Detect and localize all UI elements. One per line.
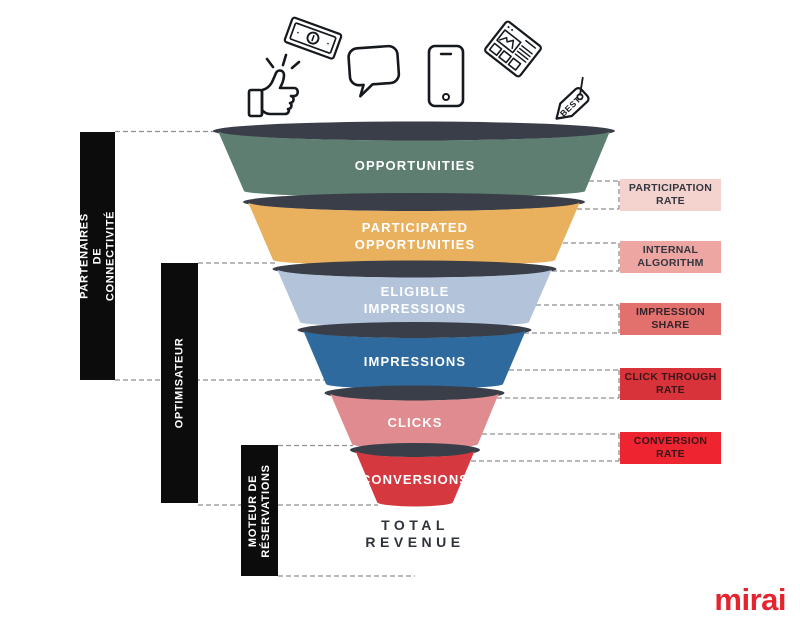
funnel-stage-participated-opportunities: [248, 202, 580, 266]
stage-label-eligible-impressions: ELIGIBLE IMPRESSIONS: [363, 283, 467, 316]
group-bar-label: MOTEUR DE RÉSERVATIONS: [246, 463, 272, 558]
speech-bubble-icon: [347, 44, 401, 98]
funnel-stage-conversions: [355, 450, 475, 507]
rate-box-impression-share: IMPRESSION SHARE: [620, 303, 721, 335]
funnel-mouth-1: [213, 121, 615, 141]
mirai-logo: mirai: [714, 582, 786, 617]
rate-box-click-through-rate: CLICK THROUGH RATE: [620, 368, 721, 400]
stage-label-impressions: IMPRESSIONS: [363, 353, 467, 369]
funnel-mouth-6: [350, 443, 480, 457]
rate-box-conversion-rate: CONVERSION RATE: [620, 432, 721, 464]
funnel-mouth-5: [324, 385, 505, 401]
stage-label-opportunities: OPPORTUNITIES: [354, 158, 476, 173]
group-bar-connectivity-partners: PARTENAIRES DE CONNECTIVITÉ: [78, 132, 116, 380]
funnel-stage-impressions: [303, 330, 526, 389]
funnel-stage-clicks: [330, 393, 499, 449]
stage-label-participated-opportunities: PARTICIPATED OPPORTUNITIES: [354, 219, 476, 252]
group-bar-label: PARTENAIRES DE CONNECTIVITÉ: [78, 210, 116, 302]
funnel-stages: [213, 121, 615, 507]
left-dashed-lines: [115, 130, 415, 577]
funnel-mouth-2: [243, 193, 585, 211]
rate-box-participation-rate: PARTICIPATION RATE: [620, 179, 721, 211]
group-bar-booking-engine: MOTEUR DE RÉSERVATIONS: [241, 445, 278, 576]
funnel-stage-eligible-impressions: [277, 269, 552, 327]
funnel-mouth-3: [272, 260, 557, 278]
stage-label-conversions: CONVERSIONS: [360, 472, 470, 487]
stage-label-clicks: CLICKS: [387, 414, 443, 430]
funnel-stage-opportunities: [218, 131, 610, 198]
rate-box-internal-algorithm: INTERNAL ALGORITHM: [620, 241, 721, 273]
best-price-tag-icon: BEST: [555, 76, 590, 120]
total-revenue-label: TOTAL REVENUE: [365, 517, 465, 550]
group-bar-optimizer: OPTIMISATEUR: [161, 263, 198, 503]
group-bar-label: OPTIMISATEUR: [173, 337, 185, 429]
funnel-mouth-4: [297, 322, 532, 338]
smartphone-icon: [427, 44, 465, 108]
top-icons: BEST: [247, 16, 590, 120]
best-tag-label: BEST: [558, 94, 583, 118]
money-bill-icon: [283, 16, 343, 60]
browser-window-icon: [484, 20, 542, 78]
right-dashed-brackets: [471, 180, 620, 462]
thumbs-up-icon: [247, 53, 301, 118]
